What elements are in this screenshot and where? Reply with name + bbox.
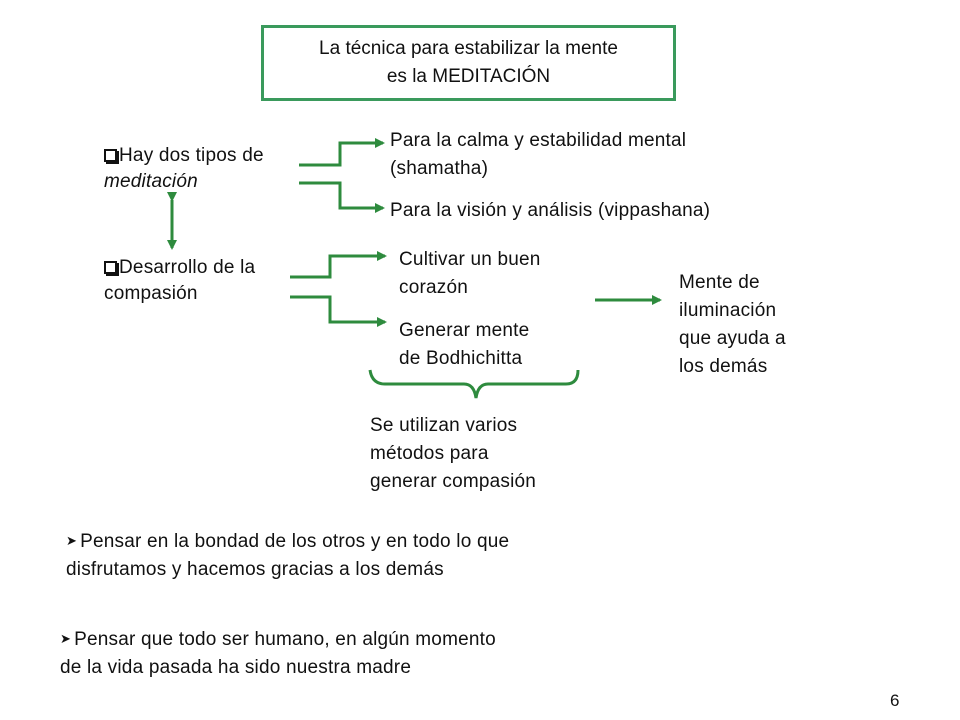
result-line-3: que ayuda a bbox=[679, 328, 786, 349]
compassion-1-line-2: corazón bbox=[399, 277, 468, 298]
bullet-1-line-1: ➤Pensar en la bondad de los otros y en t… bbox=[66, 529, 509, 556]
fork-arrow-buen-corazon bbox=[290, 251, 387, 279]
meditation-types-item: Hay dos tipos de meditación bbox=[104, 143, 294, 195]
result-line-1: Mente de bbox=[679, 272, 760, 293]
bullet-2-line-1: ➤Pensar que todo ser humano, en algún mo… bbox=[60, 627, 496, 654]
item1-prefix: Hay dos tipos de bbox=[119, 145, 264, 166]
title-line-1: La técnica para estabilizar la mente bbox=[319, 38, 618, 59]
square-bullet-icon bbox=[104, 149, 117, 162]
type1-line-1: Para la calma y estabilidad mental bbox=[390, 130, 687, 151]
square-bullet-icon bbox=[104, 261, 117, 274]
methods-line-1: Se utilizan varios bbox=[370, 415, 518, 436]
bullet-1-line-2: disfrutamos y hacemos gracias a los demá… bbox=[66, 559, 444, 580]
compassion-item: Desarrollo de la compasión bbox=[104, 255, 279, 307]
result-line-2: iluminación bbox=[679, 300, 777, 321]
arrow-bullet-icon: ➤ bbox=[66, 533, 78, 548]
compassion-1-line-1: Cultivar un buen bbox=[399, 249, 541, 270]
compassion-2-line-2: de Bodhichitta bbox=[399, 348, 523, 369]
bullet-2-text-1: Pensar que todo ser humano, en algún mom… bbox=[74, 629, 496, 650]
fork-arrow-bodhichitta bbox=[290, 295, 387, 327]
bullet-1-text-1: Pensar en la bondad de los otros y en to… bbox=[80, 531, 510, 552]
arrow-bullet-icon: ➤ bbox=[60, 631, 72, 646]
item2-text: Desarrollo de la compasión bbox=[104, 257, 256, 304]
compassion-2-line-1: Generar mente bbox=[399, 320, 530, 341]
type1-line-2: (shamatha) bbox=[390, 158, 489, 179]
fork-arrow-vippashana bbox=[299, 181, 385, 213]
methods-line-3: generar compasión bbox=[370, 471, 537, 492]
bullet-2-line-2: de la vida pasada ha sido nuestra madre bbox=[60, 657, 412, 678]
page-number: 6 bbox=[890, 691, 900, 710]
methods-line-2: métodos para bbox=[370, 443, 489, 464]
item1-emphasis: meditación bbox=[104, 171, 198, 192]
fork-arrow-shamatha bbox=[299, 138, 385, 167]
title-line-2: es la MEDITACIÓN bbox=[386, 66, 551, 87]
type2-text: Para la visión y análisis (vippashana) bbox=[390, 200, 711, 221]
result-line-4: los demás bbox=[679, 356, 768, 377]
curly-brace bbox=[368, 369, 580, 399]
title-box: La técnica para estabilizar la mente es … bbox=[261, 25, 676, 101]
